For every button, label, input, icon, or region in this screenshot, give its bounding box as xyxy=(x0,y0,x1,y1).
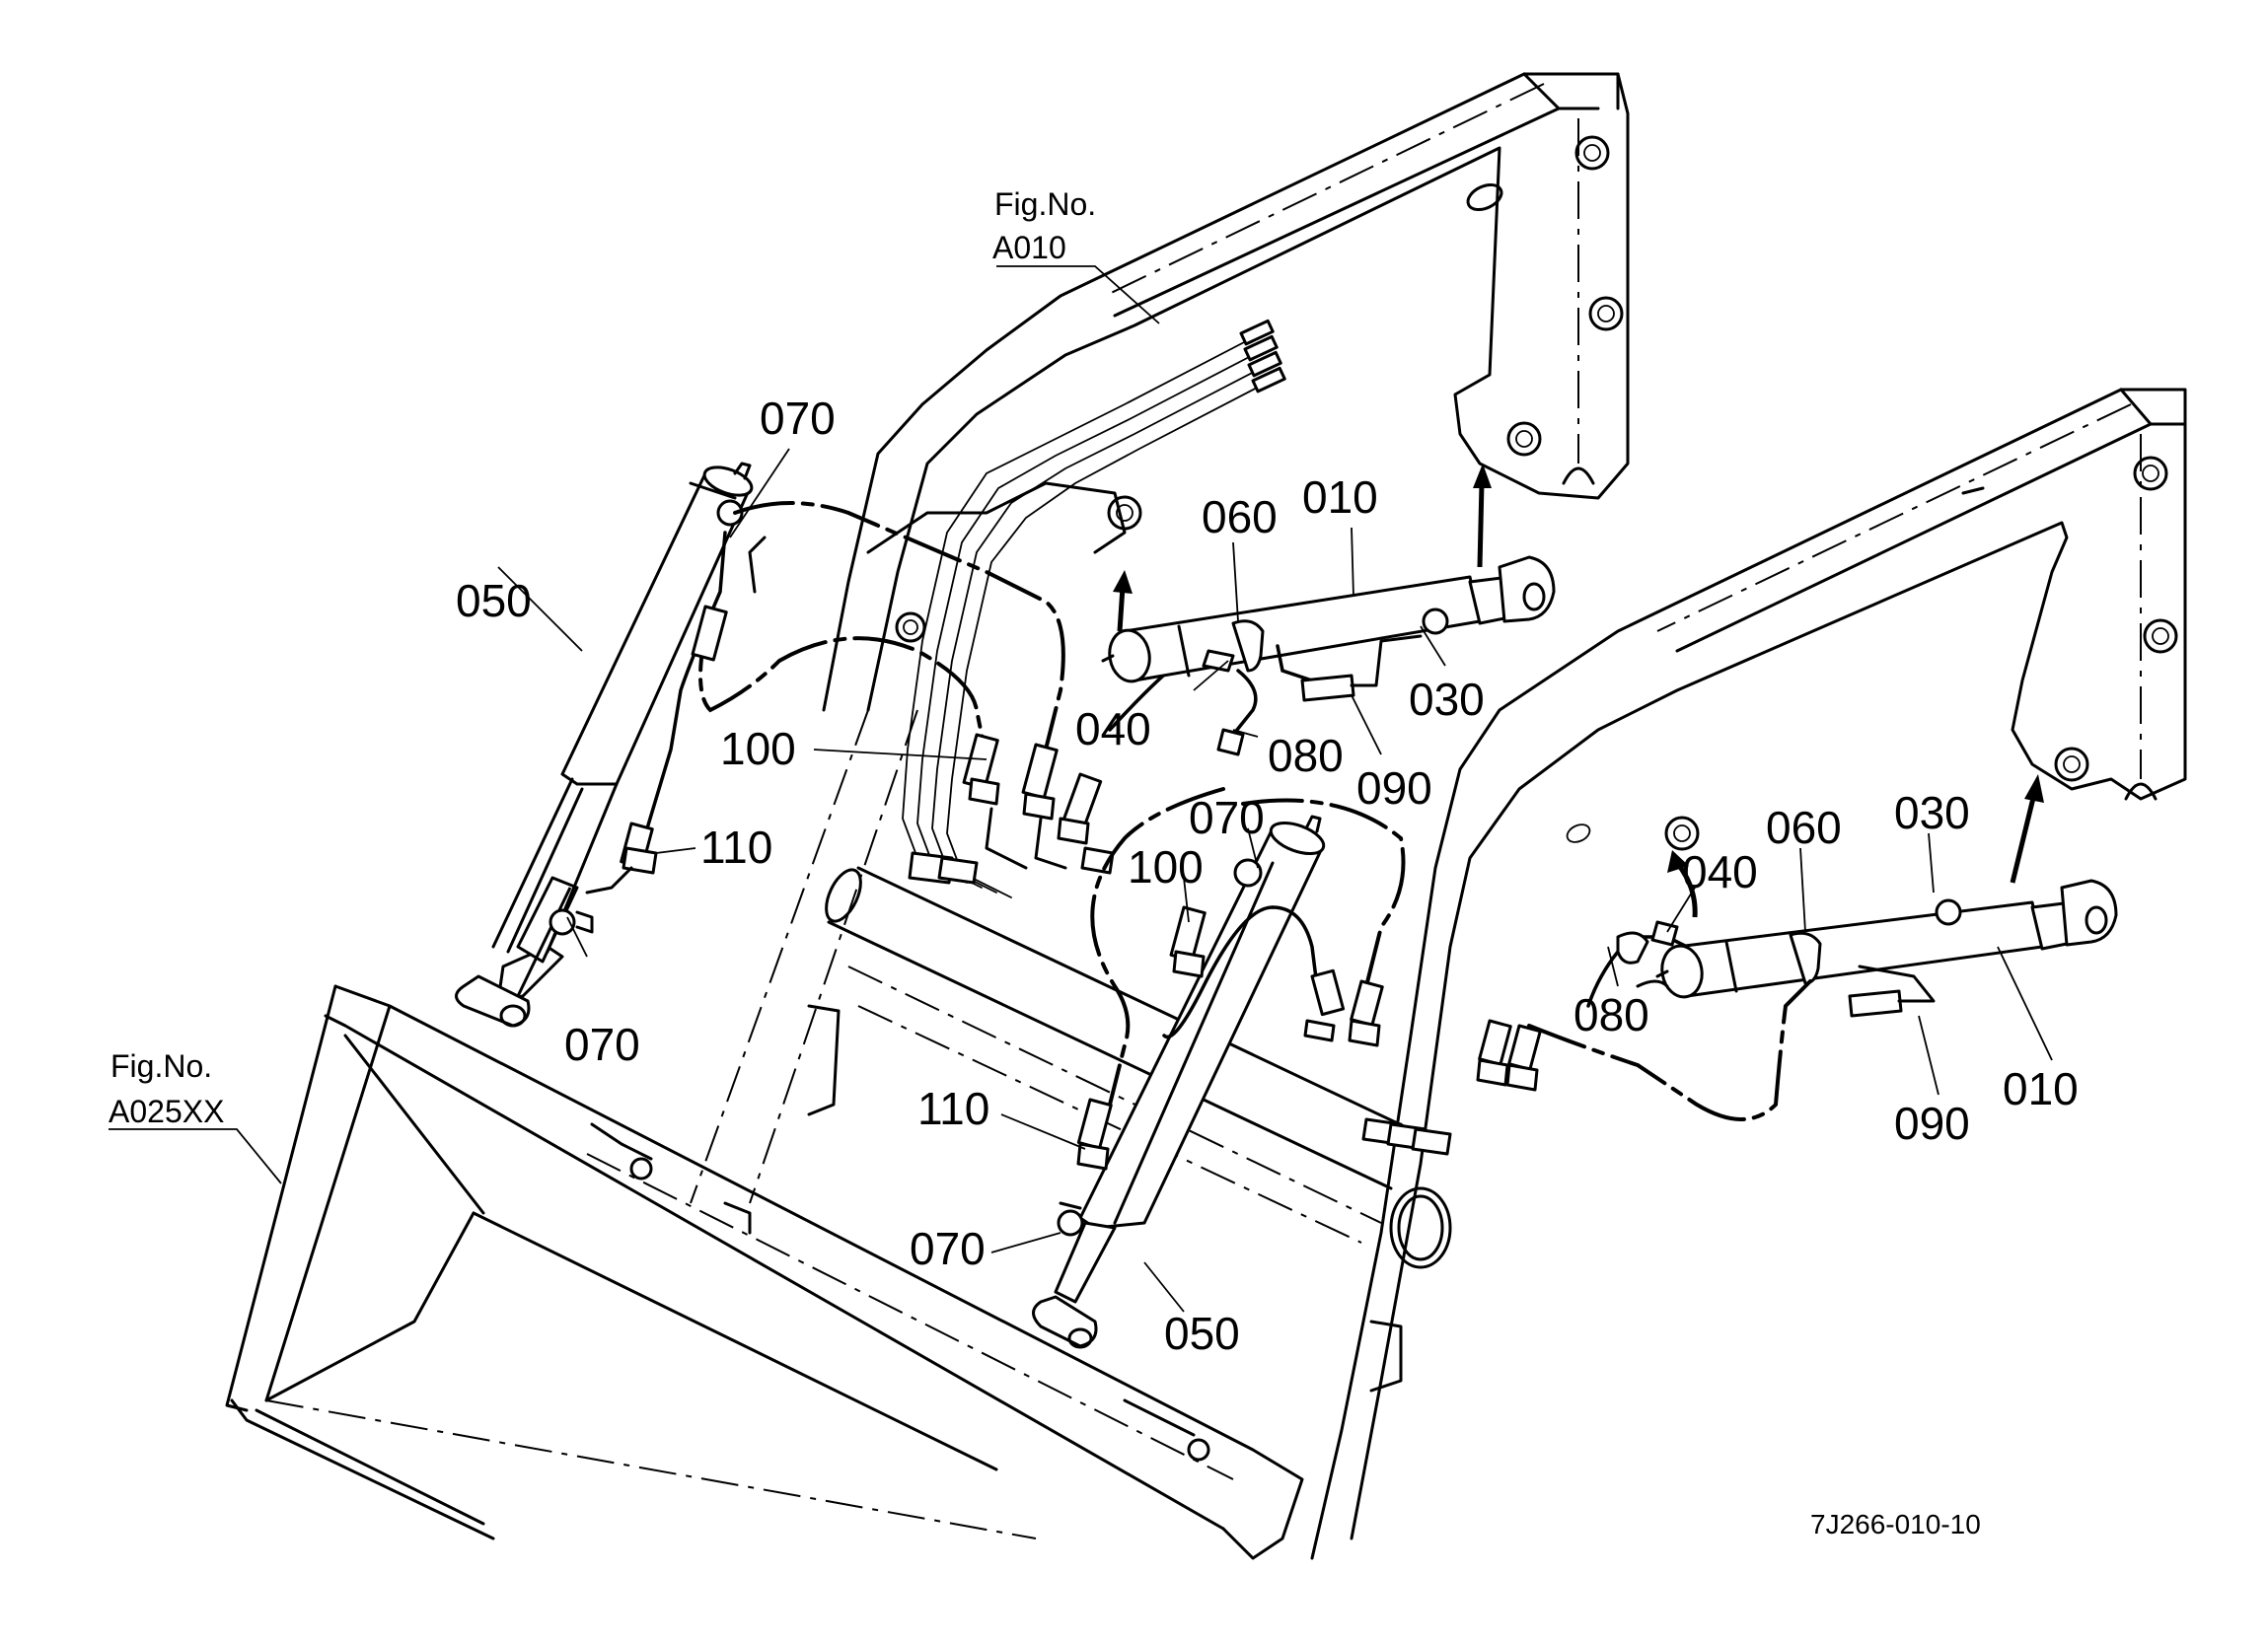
arrow-head xyxy=(1667,850,1689,873)
callout-leaders xyxy=(109,265,2053,1313)
callout-100: 100 xyxy=(720,723,796,774)
hydraulic-lines-left-arm xyxy=(902,319,1286,898)
callout-110: 110 xyxy=(700,822,772,873)
callout-110: 110 xyxy=(917,1083,989,1134)
callout-070: 070 xyxy=(760,393,836,444)
upper-bucket-cylinder xyxy=(1101,555,1556,756)
callout-070: 070 xyxy=(1189,792,1265,843)
callout-010: 010 xyxy=(2003,1063,2079,1114)
lower-right-hoses xyxy=(1476,823,1812,1121)
callout-060: 060 xyxy=(1202,491,1278,542)
drawing-code: 7J266-010-10 xyxy=(1810,1509,1981,1539)
center-lift-cylinder xyxy=(1032,815,1326,1349)
callout-labels: 070 050 060 010 030 040 080 090 100 110 … xyxy=(456,393,2079,1359)
left-lift-cylinder xyxy=(455,462,754,1028)
fig-ref-number: A025XX xyxy=(109,1094,224,1129)
callout-040: 040 xyxy=(1682,846,1758,897)
callout-070: 070 xyxy=(910,1223,986,1274)
callout-030: 030 xyxy=(1409,674,1485,725)
callout-090: 090 xyxy=(1356,762,1432,814)
manifold-fittings xyxy=(908,851,1452,1156)
direction-arrows xyxy=(1113,464,2044,918)
cross-tube xyxy=(825,866,1423,1244)
arrow-head xyxy=(1473,464,1492,488)
callout-030: 030 xyxy=(1894,787,1970,838)
lower-bucket-cylinder xyxy=(1655,879,2118,1018)
callout-080: 080 xyxy=(1573,989,1649,1040)
fig-ref-label: Fig.No. xyxy=(994,186,1096,222)
arrow-head xyxy=(1113,570,1133,594)
callout-080: 080 xyxy=(1268,730,1344,781)
callout-100: 100 xyxy=(1128,841,1204,893)
callout-070: 070 xyxy=(564,1019,640,1070)
callout-010: 010 xyxy=(1302,471,1378,523)
callout-050: 050 xyxy=(456,575,532,626)
bucket xyxy=(225,984,1403,1560)
right-boom-arm xyxy=(1310,388,2187,1560)
left-arm-mount xyxy=(690,481,1142,1204)
arrow-lower-cylinder-rear xyxy=(2010,793,2037,884)
center-cylinder-hoses xyxy=(1076,787,1406,1171)
callout-050: 050 xyxy=(1164,1308,1240,1359)
fig-ref-label: Fig.No. xyxy=(110,1048,212,1084)
arrow-head xyxy=(2024,774,2044,803)
callout-060: 060 xyxy=(1766,802,1842,853)
figure-reference-a025xx: Fig.No. A025XX xyxy=(109,1048,224,1129)
arrow-upper-cylinder-rear xyxy=(1477,482,1485,568)
left-boom-arm xyxy=(822,72,1630,712)
callout-090: 090 xyxy=(1894,1098,1970,1149)
figure-reference-a010: Fig.No. A010 xyxy=(992,186,1096,265)
fig-ref-number: A010 xyxy=(992,230,1066,265)
arrow-upper-cylinder-front xyxy=(1117,586,1126,632)
callout-040: 040 xyxy=(1075,703,1151,754)
